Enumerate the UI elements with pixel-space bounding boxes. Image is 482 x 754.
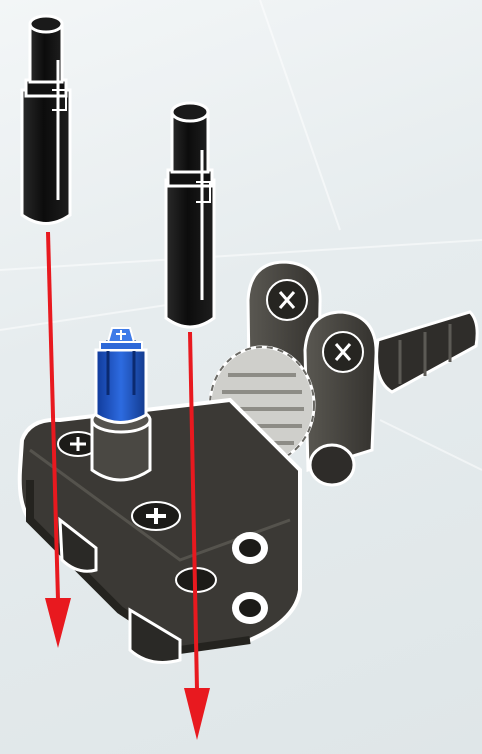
frame-hole-side-bottom: [232, 592, 268, 624]
black-pin-right: [166, 103, 214, 327]
extension-axle: [377, 312, 478, 392]
bushing: [310, 445, 354, 485]
frame-hole-center: [132, 502, 180, 530]
frame-hole-side-top: [232, 532, 268, 564]
black-pin-left: [22, 16, 70, 224]
blue-axle-pin: [96, 328, 146, 423]
